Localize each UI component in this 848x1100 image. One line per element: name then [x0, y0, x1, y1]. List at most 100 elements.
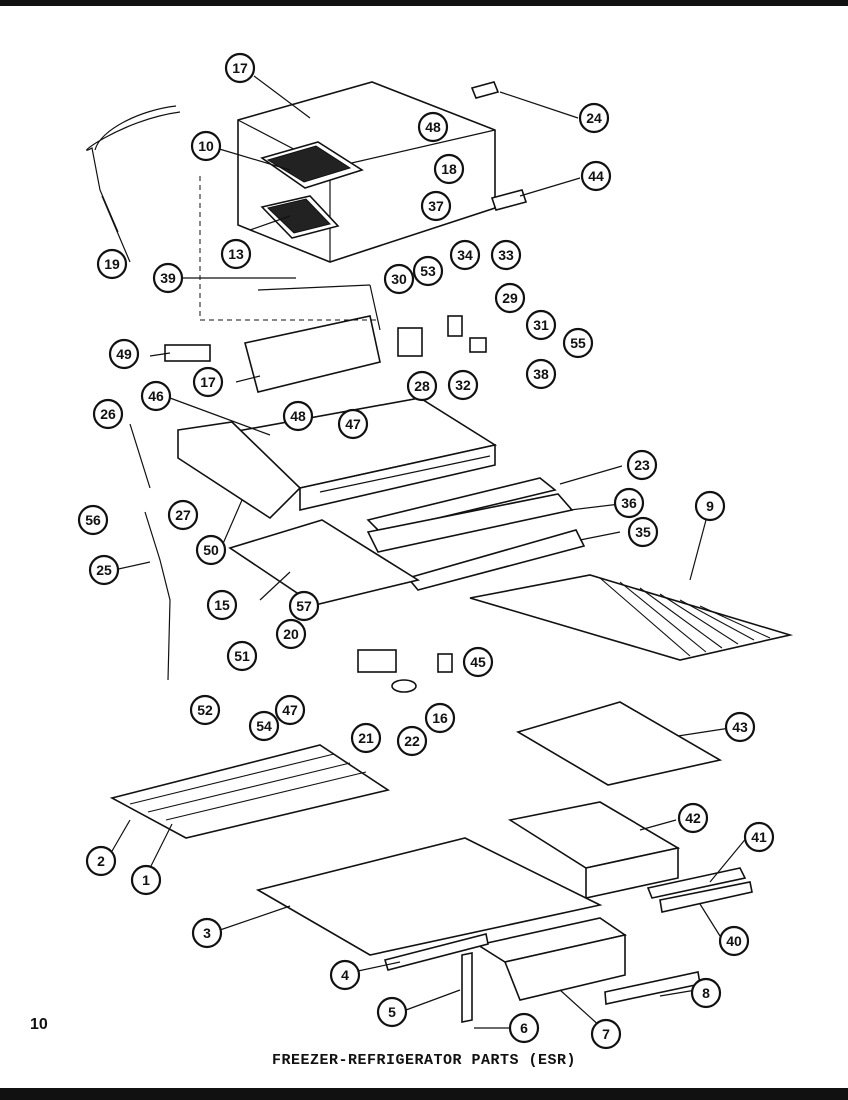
callout-balloon	[490, 239, 522, 271]
callout-24: 24	[578, 102, 610, 134]
callout-balloon	[190, 130, 222, 162]
callout-36: 36	[613, 487, 645, 519]
switch-31	[469, 337, 487, 353]
callout-35: 35	[627, 516, 659, 548]
callout-balloon	[288, 590, 320, 622]
callout-4: 4	[329, 959, 361, 991]
callout-balloon	[743, 821, 775, 853]
callout-balloon	[282, 400, 314, 432]
light-16	[437, 653, 453, 673]
callout-balloon	[525, 358, 557, 390]
callout-17: 17	[224, 52, 256, 84]
callout-label: 18	[441, 161, 457, 177]
callout-balloon	[424, 702, 456, 734]
callout-balloon	[417, 111, 449, 143]
crisper-pan-42	[507, 801, 681, 899]
callout-42: 42	[677, 802, 709, 834]
callout-balloon	[626, 449, 658, 481]
callout-balloon	[206, 589, 238, 621]
callout-51: 51	[226, 640, 258, 672]
callout-label: 19	[104, 256, 120, 272]
callout-38: 38	[525, 358, 557, 390]
callout-label: 48	[290, 408, 306, 424]
callout-label: 15	[214, 597, 230, 613]
callout-label: 50	[203, 542, 219, 558]
callout-41: 41	[743, 821, 775, 853]
crisper-cover	[516, 701, 723, 786]
callout-5: 5	[376, 996, 408, 1028]
callout-9: 9	[694, 490, 726, 522]
callout-18: 18	[433, 153, 465, 185]
callout-label: 23	[634, 457, 650, 473]
rail-4	[383, 933, 489, 971]
callout-label: 8	[702, 985, 710, 1001]
callout-label: 7	[602, 1026, 610, 1042]
callout-balloon	[433, 153, 465, 185]
callout-balloon	[224, 52, 256, 84]
callout-balloon	[580, 160, 612, 192]
callout-label: 34	[457, 247, 473, 263]
callout-label: 29	[502, 290, 518, 306]
ice-tray-lower	[260, 195, 340, 239]
callout-label: 32	[455, 377, 471, 393]
callout-label: 17	[200, 374, 216, 390]
callout-label: 24	[586, 110, 602, 126]
callout-label: 30	[391, 271, 407, 287]
callout-30: 30	[383, 263, 415, 295]
callout-15: 15	[206, 589, 238, 621]
callout-3: 3	[191, 917, 223, 949]
callout-balloon	[420, 190, 452, 222]
callout-46: 46	[140, 380, 172, 412]
callout-label: 45	[470, 654, 486, 670]
callout-balloon	[337, 408, 369, 440]
callout-20: 20	[275, 618, 307, 650]
callout-44: 44	[580, 160, 612, 192]
knob-22	[391, 679, 417, 693]
callout-balloon	[383, 263, 415, 295]
callout-label: 41	[751, 829, 767, 845]
top-border	[0, 0, 848, 6]
callout-balloon	[578, 102, 610, 134]
callout-40: 40	[718, 925, 750, 957]
callout-6: 6	[508, 1012, 540, 1044]
callout-29: 29	[494, 282, 526, 314]
callout-label: 3	[203, 925, 211, 941]
ice-tray-upper	[260, 141, 364, 189]
callout-balloon	[724, 711, 756, 743]
callout-label: 40	[726, 933, 742, 949]
meat-pan-7	[475, 917, 627, 1001]
callout-balloon	[562, 327, 594, 359]
callout-label: 51	[234, 648, 250, 664]
callout-label: 28	[414, 378, 430, 394]
callout-23: 23	[626, 449, 658, 481]
callout-balloon	[167, 499, 199, 531]
diagram-caption: FREEZER-REFRIGERATOR PARTS (ESR)	[271, 1052, 577, 1069]
callout-label: 31	[533, 317, 549, 333]
callout-label: 57	[296, 598, 312, 614]
callout-label: 26	[100, 406, 116, 422]
callout-label: 42	[685, 810, 701, 826]
trim-23	[366, 477, 557, 533]
callout-balloon	[85, 845, 117, 877]
callout-43: 43	[724, 711, 756, 743]
wire-shelf-1	[109, 744, 390, 839]
callout-balloon	[92, 398, 124, 430]
callout-balloon	[627, 516, 659, 548]
callout-16: 16	[424, 702, 456, 734]
callout-13: 13	[220, 238, 252, 270]
callout-balloon	[226, 640, 258, 672]
callout-balloon	[195, 534, 227, 566]
bracket-29	[447, 315, 463, 337]
support-5	[461, 952, 473, 1023]
callout-label: 46	[148, 388, 164, 404]
bracket-49	[164, 344, 211, 362]
evaporator-cover	[244, 284, 381, 393]
callout-label: 56	[85, 512, 101, 528]
callout-10: 10	[190, 130, 222, 162]
callout-balloon	[130, 864, 162, 896]
callout-34: 34	[449, 239, 481, 271]
callout-7: 7	[590, 1018, 622, 1050]
callout-balloon	[494, 282, 526, 314]
callout-balloon	[462, 646, 494, 678]
callout-label: 54	[256, 718, 272, 734]
